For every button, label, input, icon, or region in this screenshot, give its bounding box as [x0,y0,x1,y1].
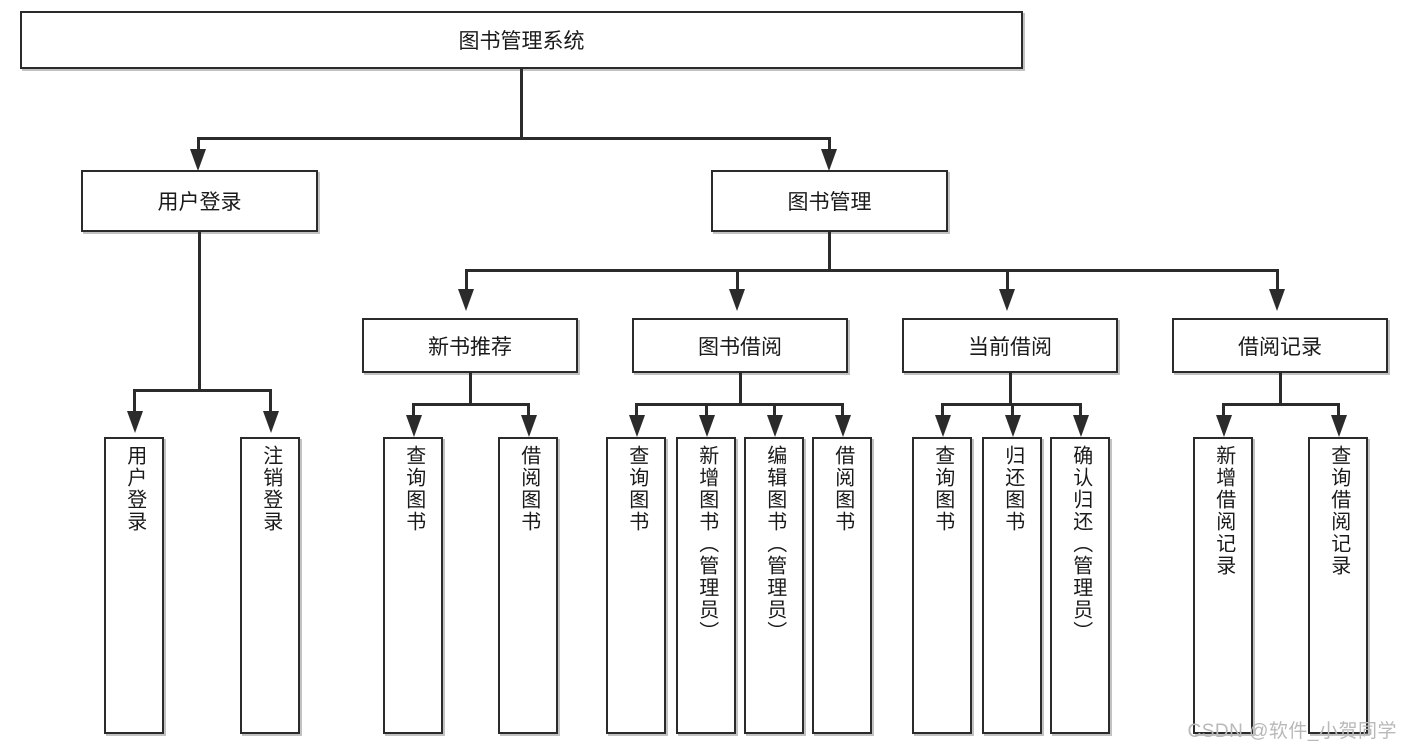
leaf-logout[interactable]: 注销登录 [240,437,300,734]
connector-borrow-record-stem [1279,373,1282,406]
leaf-query-book-borrow[interactable]: 查询图书 [606,437,666,734]
leaf-label: 查询图书 [931,445,954,533]
connector-book-manage-stem [828,232,831,271]
leaf-return-book[interactable]: 归还图书 [982,437,1042,734]
connector-user-login-drop-2 [269,389,272,413]
connector-root-to-book-manage [828,137,831,151]
arrow-to-leaf-user-login [127,411,143,433]
arrow-to-borrow-record [1269,289,1285,311]
arrow-to-leaf-add-book [699,415,715,437]
connector-current-borrow-drop-2 [1011,403,1014,417]
connector-user-login-stem [198,232,201,392]
node-label: 图书管理 [787,191,872,214]
leaf-borrow-book[interactable]: 借阅图书 [812,437,872,734]
leaf-confirm-return-admin[interactable]: 确认归还（管理员） [1050,437,1110,734]
arrow-to-leaf-query-book-1 [406,415,422,437]
node-label: 新书推荐 [428,335,512,359]
leaf-label: 编辑图书（管理员） [763,445,786,643]
arrow-to-leaf-confirm-return [1073,415,1089,437]
connector-new-book-drop-2 [527,403,530,417]
arrow-to-leaf-return-book [1005,415,1021,437]
arrow-to-current-borrow [999,289,1015,311]
arrow-to-leaf-query-book-2 [629,415,645,437]
leaf-add-book-admin[interactable]: 新增图书（管理员） [676,437,736,734]
leaf-query-borrow-record[interactable]: 查询借阅记录 [1308,437,1368,734]
leaf-label: 归还图书 [1001,445,1024,533]
node-book-management[interactable]: 图书管理 [711,170,948,232]
leaf-borrow-book-recommend[interactable]: 借阅图书 [498,437,558,734]
connector-root-stem [520,69,523,137]
leaf-label: 用户登录 [123,445,146,533]
arrow-to-book-borrow [729,289,745,311]
connector-borrow-record-drop-1 [1222,403,1225,417]
connector-new-book-bus [412,403,530,406]
node-root-book-management-system[interactable]: 图书管理系统 [20,11,1023,69]
connector-new-book-drop-1 [412,403,415,417]
connector-book-borrow-drop-3 [773,403,776,417]
connector-book-borrow-drop-2 [705,403,708,417]
connector-l3-drop-1 [465,269,468,291]
connector-borrow-record-drop-2 [1337,403,1340,417]
leaf-label: 借阅图书 [517,445,540,533]
connector-root-to-user-login [197,137,200,151]
leaf-label: 确认归还（管理员） [1069,445,1092,643]
connector-l3-drop-2 [736,269,739,291]
connector-book-borrow-stem [739,373,742,406]
arrow-to-leaf-borrow-book-1 [521,415,537,437]
connector-l3-drop-3 [1006,269,1009,291]
leaf-label: 新增图书（管理员） [695,445,718,643]
arrow-to-leaf-query-record [1331,415,1347,437]
node-label: 借阅记录 [1238,335,1322,359]
arrow-to-leaf-logout [263,411,279,433]
connector-user-login-bus [133,389,271,392]
arrow-to-new-book-recommend [458,289,474,311]
node-new-book-recommend[interactable]: 新书推荐 [362,318,578,373]
node-label: 用户登录 [157,191,242,214]
leaf-label: 查询图书 [402,445,425,533]
connector-book-borrow-drop-4 [841,403,844,417]
connector-book-manage-bus [465,269,1278,272]
connector-user-login-drop-1 [133,389,136,413]
connector-new-book-stem [469,373,472,406]
arrow-to-book-manage [821,149,837,171]
connector-current-borrow-stem [1009,373,1012,406]
node-label: 图书管理系统 [458,30,585,53]
connector-root-bus [197,137,831,140]
node-borrow-record[interactable]: 借阅记录 [1172,318,1388,373]
arrow-to-leaf-add-record [1216,415,1232,437]
connector-l3-drop-4 [1276,269,1279,291]
connector-current-borrow-drop-1 [941,403,944,417]
connector-current-borrow-drop-3 [1079,403,1082,417]
leaf-query-book-current[interactable]: 查询图书 [912,437,972,734]
arrow-to-user-login [190,149,206,171]
leaf-edit-book-admin[interactable]: 编辑图书（管理员） [744,437,804,734]
leaf-query-book-recommend[interactable]: 查询图书 [383,437,443,734]
node-current-borrow[interactable]: 当前借阅 [902,318,1118,373]
arrow-to-leaf-edit-book [767,415,783,437]
connector-book-borrow-bus [635,403,843,406]
connector-book-borrow-drop-1 [635,403,638,417]
leaf-label: 借阅图书 [831,445,854,533]
node-book-borrow[interactable]: 图书借阅 [632,318,848,373]
leaf-label: 查询图书 [625,445,648,533]
node-label: 图书借阅 [698,335,782,359]
leaf-label: 查询借阅记录 [1327,445,1350,577]
node-user-login[interactable]: 用户登录 [81,170,318,232]
arrow-to-leaf-query-book-3 [935,415,951,437]
node-label: 当前借阅 [968,335,1052,359]
arrow-to-leaf-borrow-book-2 [835,415,851,437]
leaf-user-login[interactable]: 用户登录 [104,437,164,734]
leaf-label: 新增借阅记录 [1212,445,1235,577]
connector-borrow-record-bus [1222,403,1340,406]
leaf-add-borrow-record[interactable]: 新增借阅记录 [1193,437,1253,734]
leaf-label: 注销登录 [259,445,282,533]
